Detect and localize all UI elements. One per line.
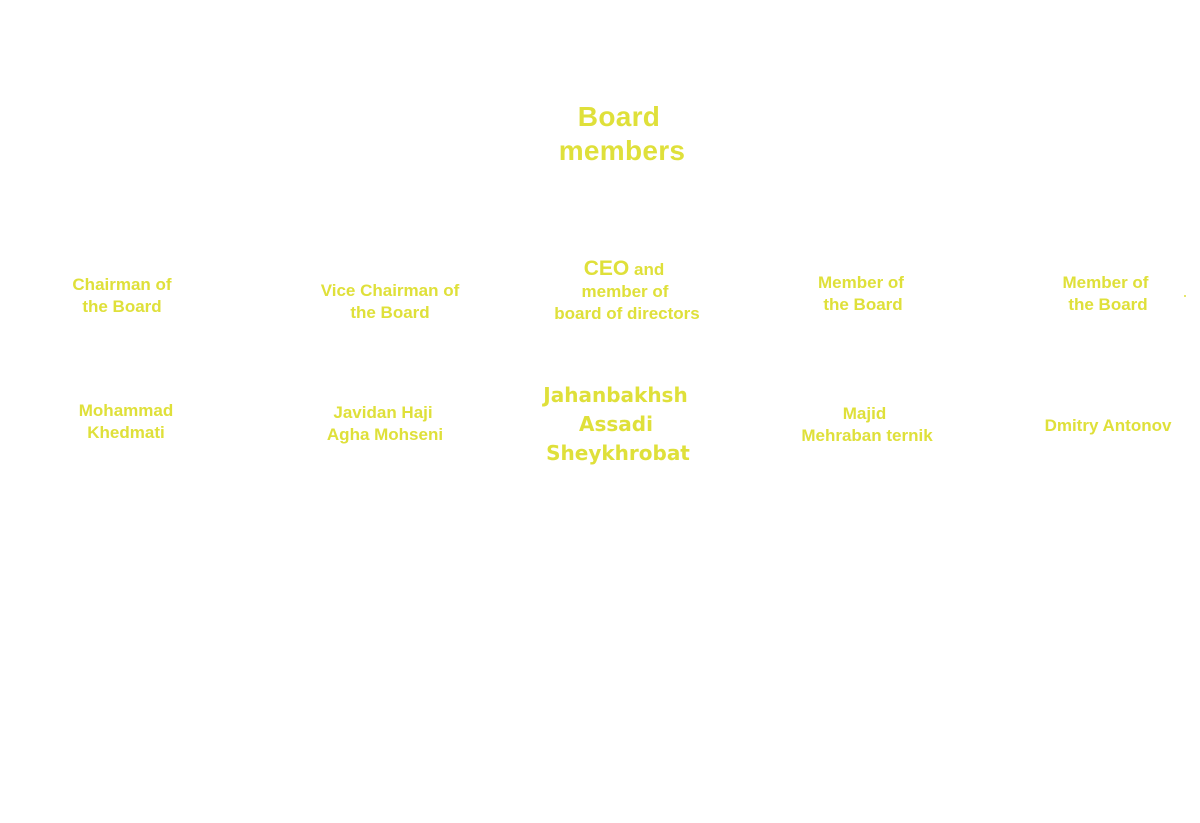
member-role-ceo: CEO and member of board of directors [537,258,717,325]
role-line: member of [581,282,669,301]
name-line: Mehraban ternik [801,426,933,445]
role-line: CEO and [531,258,717,281]
name-line: Khedmati [87,423,165,442]
page-title-line-1: Board [577,101,661,132]
name-line: Dmitry Antonov [1044,416,1172,435]
name-line: Agha Mohseni [326,425,444,444]
role-line: Vice Chairman of [320,281,460,300]
name-line: Assadi [579,412,653,436]
member-name-chairman: Mohammad Khedmati [56,400,196,444]
member-name-vice-chairman: Javidan Haji Agha Mohseni [305,402,465,446]
role-line: Chairman of [72,275,172,294]
member-name-ceo: Jahanbakhsh Assadi Sheykhrobat [528,381,708,468]
name-line: Sheykhrobat [546,441,690,465]
member-role-board-member-1: Member of the Board [793,272,933,316]
role-and-label: and [634,260,665,279]
role-line: the Board [82,297,162,316]
role-line: Member of [818,273,904,292]
role-line: board of directors [554,304,700,323]
member-role-board-member-2: Member of the Board [1038,272,1178,316]
role-ceo-label: CEO [583,257,630,280]
name-line: Javidan Haji [333,403,433,422]
page-title: Board members [522,100,722,168]
role-line: the Board [1068,295,1148,314]
role-line: the Board [350,303,430,322]
name-line: Jahanbakhsh [543,383,688,407]
member-role-vice-chairman: Vice Chairman of the Board [300,280,480,324]
role-line: the Board [823,295,903,314]
role-line: Member of [1062,273,1149,292]
name-line: Majid [842,404,887,423]
page-title-line-2: members [558,135,686,166]
decorative-dot [1184,295,1186,297]
member-role-chairman: Chairman of the Board [52,274,192,318]
member-name-board-member-2: Dmitry Antonov [1028,415,1188,437]
name-line: Mohammad [78,401,174,420]
member-name-board-member-1: Majid Mehraban ternik [782,403,952,447]
